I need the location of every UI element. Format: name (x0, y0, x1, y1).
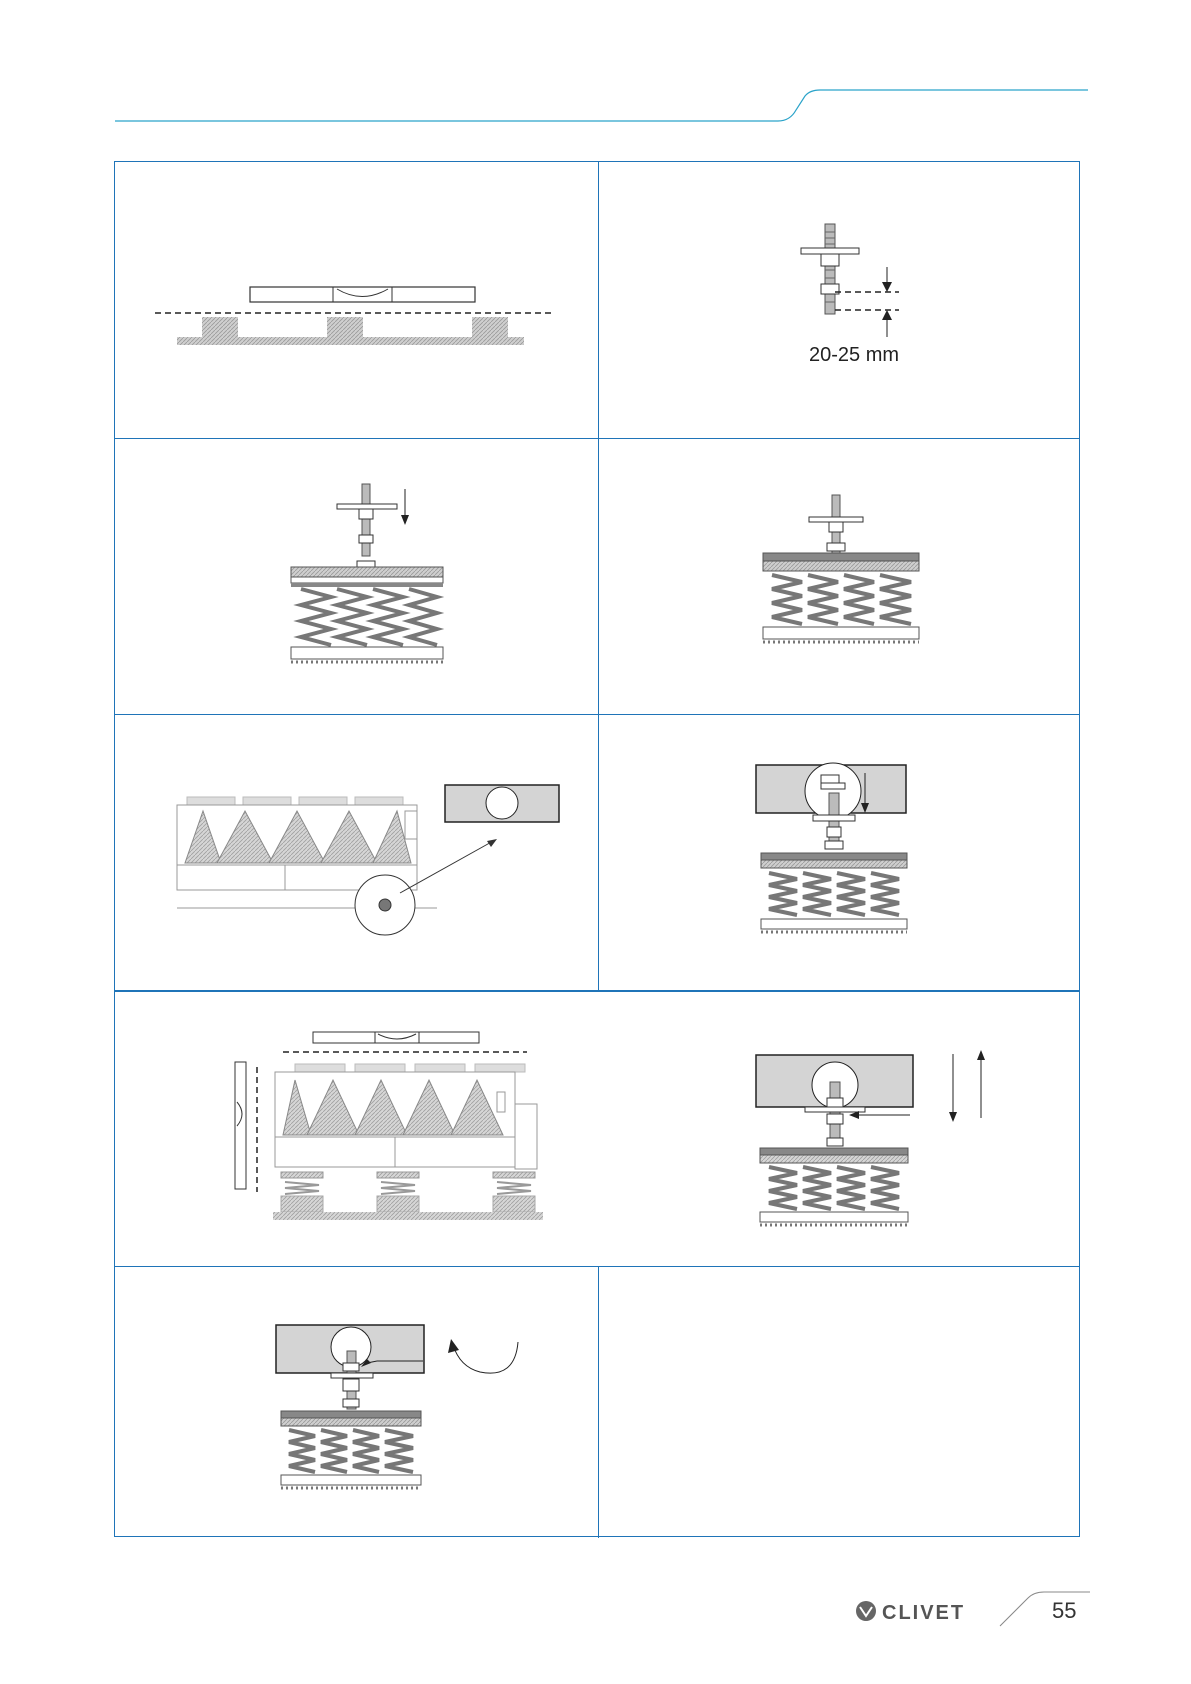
step-bolt-height: 20-25 mm (599, 162, 1081, 438)
dimension-label: 20-25 mm (809, 344, 899, 367)
level-check-illustration (599, 715, 1081, 990)
step-level-check (599, 715, 1081, 990)
level-on-supports-illustration (115, 162, 598, 438)
bolt-insertion-illustration (115, 439, 598, 714)
bolt-mounted-illustration (599, 439, 1081, 714)
unit-leveling-illustration (115, 992, 1081, 1266)
lock-nut-illustration (115, 1267, 598, 1538)
header-accent-line (0, 0, 1191, 140)
empty-cell (599, 1267, 1081, 1538)
brand-logo-text: CLIVET (882, 1602, 965, 1625)
unit-detail-illustration (115, 715, 598, 990)
page-number: 55 (1052, 1598, 1076, 1624)
step-level-supports (115, 162, 598, 438)
step-bolt-mounted (599, 439, 1081, 714)
bolt-dimension-illustration (599, 162, 1081, 438)
step-insert-bolt (115, 439, 598, 714)
installation-steps-grid: 20-25 mm (114, 161, 1080, 1537)
step-level-unit-adjust (115, 992, 1081, 1266)
step-unit-placement (115, 715, 598, 990)
step-lock-nut (115, 1267, 598, 1538)
